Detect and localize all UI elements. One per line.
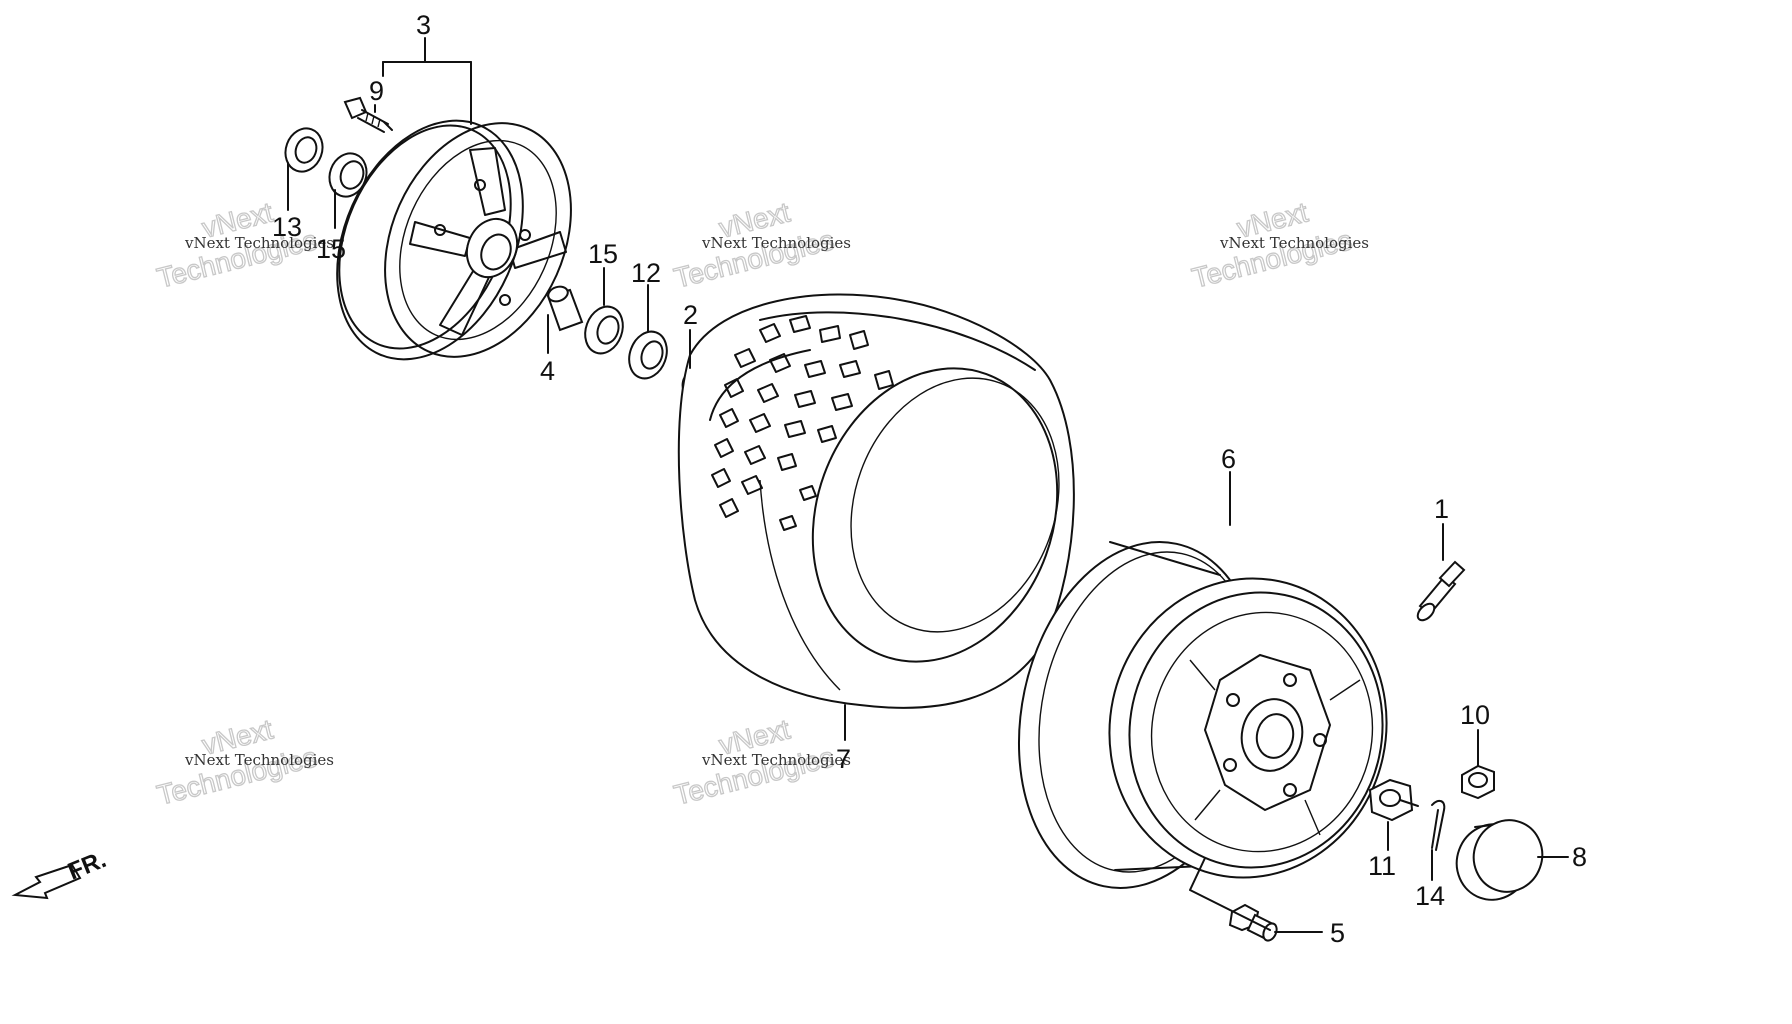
callout-6: 6 [1221, 444, 1236, 474]
watermark-4: vNext Technologies vNext Technologies [153, 713, 334, 812]
svg-text:vNext Technologies: vNext Technologies [184, 751, 334, 769]
callout-8: 8 [1572, 842, 1587, 872]
spacer-4 [546, 285, 584, 332]
callout-2: 2 [683, 300, 698, 330]
svg-text:vNext Technologies: vNext Technologies [701, 751, 851, 769]
callout-7: 7 [836, 744, 851, 774]
callout-3: 3 [416, 10, 431, 40]
leader-lines [287, 37, 1569, 933]
callout-9: 9 [369, 76, 384, 106]
front-direction-arrow: FR. [11, 846, 110, 900]
cotter-pin-14 [1431, 799, 1446, 851]
nut-10 [1461, 764, 1495, 800]
callout-15-top: 15 [316, 234, 346, 264]
callout-1: 1 [1434, 494, 1449, 524]
hub-cap-8 [1455, 819, 1544, 901]
bolt-5 [1228, 903, 1278, 942]
svg-text:vNext Technologies: vNext Technologies [184, 234, 334, 252]
tire [677, 293, 1075, 709]
oil-seal-13 [284, 127, 324, 173]
svg-text:vNext Technologies: vNext Technologies [701, 234, 851, 252]
svg-text:FR.: FR. [64, 846, 110, 886]
oil-seal-12 [628, 330, 668, 380]
callout-15-middle: 15 [588, 239, 618, 269]
bearing-15-middle [584, 305, 624, 355]
watermark-1: vNext Technologies vNext Technologies [153, 196, 334, 295]
callout-4: 4 [540, 356, 555, 386]
tire-tread [711, 315, 894, 531]
svg-text:vNext Technologies: vNext Technologies [1219, 234, 1369, 252]
callout-12: 12 [631, 258, 661, 288]
callout-13: 13 [272, 212, 302, 242]
wheel-rim [1017, 541, 1388, 889]
watermark-5: vNext Technologies vNext Technologies [670, 713, 851, 812]
callout-11: 11 [1368, 851, 1396, 881]
bearing-15-top [328, 152, 368, 198]
valve-stem [1416, 560, 1466, 622]
castle-nut-11 [1368, 778, 1419, 822]
callout-10: 10 [1460, 700, 1490, 730]
callout-labels: 1 2 3 4 5 6 7 8 9 10 11 12 13 14 15 15 [272, 10, 1587, 948]
callout-14: 14 [1415, 881, 1445, 911]
watermark-3: vNext Technologies vNext Technologies [1188, 196, 1369, 295]
callout-5: 5 [1330, 918, 1345, 948]
brake-drum-hub [336, 119, 572, 361]
watermark-2: vNext Technologies vNext Technologies [670, 196, 851, 295]
stud-bolt [343, 96, 393, 133]
